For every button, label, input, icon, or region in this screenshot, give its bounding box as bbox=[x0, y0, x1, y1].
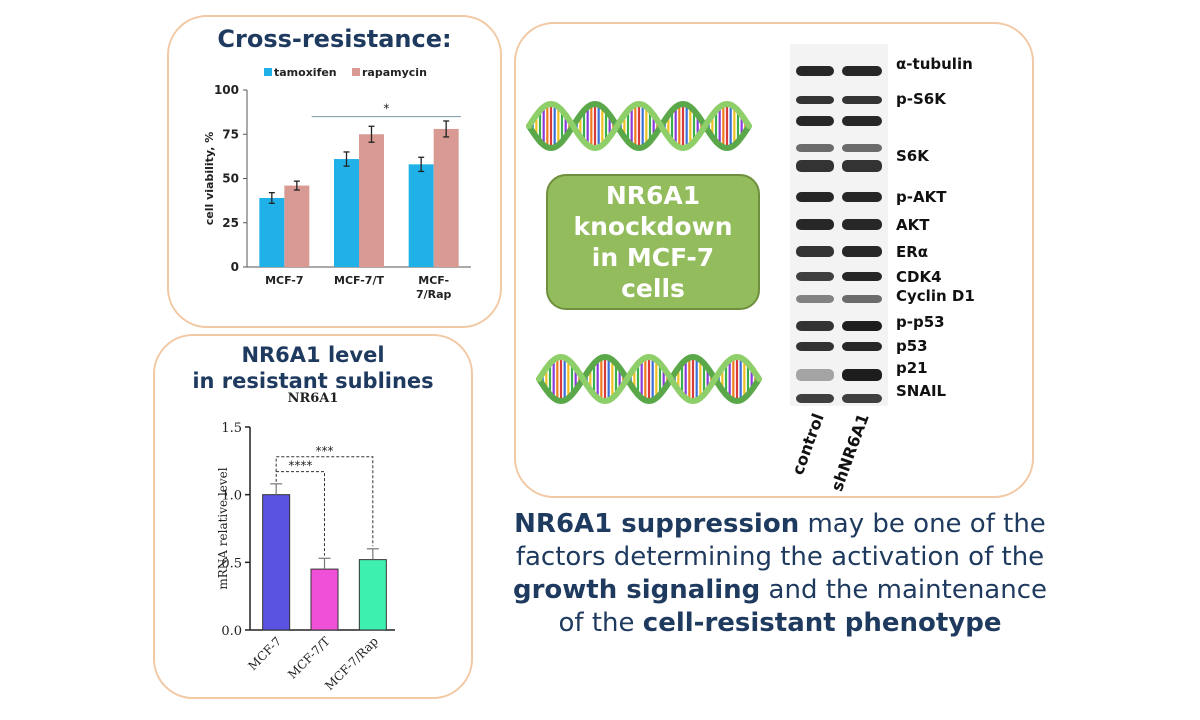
lane-label-control: control bbox=[788, 411, 828, 478]
band-control bbox=[796, 246, 834, 257]
bar-rapamycin-MCF-7/Rap bbox=[433, 128, 459, 267]
band-control bbox=[796, 66, 834, 76]
bar-tamoxifen-MCF-7/T bbox=[334, 159, 359, 267]
y-axis-label: cell viability, % bbox=[203, 132, 216, 226]
band-label-er: ERα bbox=[896, 243, 928, 261]
x-tick-label: MCF-7 bbox=[265, 274, 303, 287]
band-control bbox=[796, 394, 834, 403]
knockdown-text: NR6A1 knockdown in MCF-7 cells bbox=[573, 181, 733, 303]
band-control bbox=[796, 96, 834, 104]
band-shNR6A1 bbox=[842, 394, 882, 403]
band-control bbox=[796, 116, 834, 126]
band-shNR6A1 bbox=[842, 219, 882, 230]
band-control bbox=[796, 369, 834, 381]
significance-bracket-2 bbox=[275, 456, 374, 547]
legend-swatch-tamoxifen bbox=[264, 68, 272, 76]
band-control bbox=[796, 321, 834, 331]
band-control bbox=[796, 342, 834, 351]
band-shNR6A1 bbox=[842, 321, 882, 331]
band-label-pp53: p-p53 bbox=[896, 313, 945, 331]
bar-rapamycin-MCF-7/T bbox=[359, 134, 384, 267]
cross-resistance-panel: Cross-resistance: tamoxifen rapamycin 0 25 5… bbox=[167, 15, 502, 328]
conclusion-bold-3: cell-resistant phenotype bbox=[642, 608, 1002, 638]
y-axis-label: mRNA relative level bbox=[216, 467, 230, 589]
nr6a1-title-line2: in resistant sublines bbox=[192, 369, 434, 393]
legend-label-tamoxifen: tamoxifen bbox=[274, 66, 337, 79]
band-label-p53: p53 bbox=[896, 337, 928, 355]
bar-tamoxifen-MCF-7 bbox=[259, 197, 285, 267]
cross-resistance-chart: tamoxifen rapamycin 0 25 50 75 100 cell viabili… bbox=[203, 66, 471, 301]
band-control bbox=[796, 160, 834, 172]
significance-label: * bbox=[383, 102, 389, 116]
y-tick-label: 1.0 bbox=[221, 489, 242, 504]
y-tick-label: 50 bbox=[222, 172, 239, 186]
lane-label-shnr6a1: shNR6A1 bbox=[827, 411, 873, 494]
band-label-akt: AKT bbox=[896, 216, 930, 234]
legend-swatch-rapamycin bbox=[352, 68, 360, 76]
conclusion-bold-1: NR6A1 suppression bbox=[514, 509, 800, 539]
band-shNR6A1 bbox=[842, 96, 882, 104]
nr6a1-level-panel: NR6A1 level in resistant sublines NR6A1 … bbox=[153, 334, 473, 699]
bar-MCF-7/Rap bbox=[358, 559, 387, 631]
significance-label-2: *** bbox=[316, 444, 334, 458]
nr6a1-chart-subtitle: NR6A1 bbox=[287, 391, 339, 406]
significance-label-1: **** bbox=[288, 459, 312, 473]
y-tick-label: 25 bbox=[222, 216, 239, 230]
conclusion-text-3: and the maintenance of the bbox=[558, 575, 1048, 638]
significance-bracket-1 bbox=[275, 471, 325, 556]
band-shNR6A1 bbox=[842, 66, 882, 76]
dna-helix-top bbox=[526, 100, 752, 152]
x-tick-label: MCF-7/T bbox=[285, 634, 332, 681]
conclusion-text: NR6A1 suppression may be one of the fact… bbox=[500, 508, 1060, 640]
x-tick-label: 7/Rap bbox=[416, 288, 452, 301]
y-tick-label: 0 bbox=[231, 260, 239, 274]
x-tick-label: MCF-7 bbox=[245, 634, 284, 673]
band-control bbox=[796, 192, 834, 202]
bar-MCF-7/T bbox=[310, 568, 339, 631]
knockdown-box: NR6A1 knockdown in MCF-7 cells bbox=[546, 174, 760, 310]
bar-MCF-7 bbox=[262, 494, 291, 631]
band-shNR6A1 bbox=[842, 116, 882, 126]
conclusion-text-2: may be one of the factors determining th… bbox=[515, 509, 1046, 572]
y-tick-label: 75 bbox=[222, 127, 239, 141]
band-label-ps6k: p-S6K bbox=[896, 90, 947, 108]
western-blot-panel: NR6A1 knockdown in MCF-7 cells α-tubulin… bbox=[514, 22, 1034, 498]
band-shNR6A1 bbox=[842, 192, 882, 202]
conclusion-bold-2: growth signaling bbox=[512, 575, 761, 605]
band-control bbox=[796, 144, 834, 152]
y-tick-label: 0.5 bbox=[221, 556, 242, 571]
band-label-tubulin: α-tubulin bbox=[896, 55, 973, 73]
band-shNR6A1 bbox=[842, 144, 882, 152]
band-label-s6k: S6K bbox=[896, 147, 930, 165]
band-shNR6A1 bbox=[842, 246, 882, 257]
band-label-p21: p21 bbox=[896, 359, 928, 377]
band-shNR6A1 bbox=[842, 369, 882, 381]
band-shNR6A1 bbox=[842, 295, 882, 303]
legend-label-rapamycin: rapamycin bbox=[362, 66, 427, 79]
nr6a1-level-title: NR6A1 level in resistant sublines bbox=[155, 342, 471, 394]
band-control bbox=[796, 219, 834, 230]
cross-resistance-title: Cross-resistance: bbox=[217, 25, 452, 53]
band-control bbox=[796, 272, 834, 281]
band-control bbox=[796, 295, 834, 303]
y-tick-label: 100 bbox=[214, 83, 239, 97]
dna-helix-bottom bbox=[536, 353, 762, 405]
band-shNR6A1 bbox=[842, 272, 882, 281]
band-label-pakt: p-AKT bbox=[896, 188, 947, 206]
band-label-snail: SNAIL bbox=[896, 382, 947, 400]
band-label-cdk4: CDK4 bbox=[896, 268, 942, 286]
x-tick-label: MCF-7/T bbox=[334, 274, 384, 287]
bar-tamoxifen-MCF-7/Rap bbox=[408, 164, 434, 267]
y-tick-label: 0.0 bbox=[221, 624, 242, 639]
x-tick-label: MCF- bbox=[418, 274, 449, 287]
band-shNR6A1 bbox=[842, 342, 882, 351]
bar-rapamycin-MCF-7 bbox=[284, 185, 310, 267]
band-shNR6A1 bbox=[842, 160, 882, 172]
band-label-cyclind1: Cyclin D1 bbox=[896, 287, 975, 305]
nr6a1-title-line1: NR6A1 level bbox=[241, 343, 385, 367]
y-tick-label: 1.5 bbox=[221, 421, 242, 436]
